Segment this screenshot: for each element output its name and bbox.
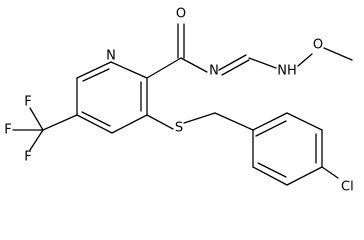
bond-c3-s: [146, 114, 174, 130]
bond-n-ch-a: [218, 54, 247, 71]
bond-nh-o: [297, 53, 313, 67]
bond-ph1: [252, 112, 288, 131]
bond-c6-n: [76, 61, 112, 79]
atom-thioether-s: S: [175, 121, 183, 136]
bond-ch2-aryl: [214, 112, 254, 131]
bond-cf3-f-bottom: [29, 129, 44, 151]
atom-f-bottom: F: [24, 150, 31, 165]
bond-ph5: [252, 166, 288, 186]
bond-carbonyl-n: [180, 57, 208, 73]
bond-c2-carbonyl: [146, 57, 182, 79]
atom-carbonyl-o: O: [176, 7, 186, 22]
bond-ch-nh: [248, 57, 277, 69]
atom-methoxy-o: O: [313, 38, 323, 53]
bond-n-ch-b: [221, 59, 250, 76]
molecule-canvas: N O N NH O S Cl F F F: [4, 7, 353, 195]
bond-c3-c4: [111, 114, 148, 134]
atom-imine-n: N: [209, 64, 219, 79]
bond-ph4: [286, 166, 323, 186]
bond-ph5-inner: [257, 162, 287, 178]
atom-ring-n: N: [106, 49, 116, 64]
bond-c4-c5-inner: [81, 111, 111, 127]
bond-s-ch2: [183, 112, 216, 124]
bond-c5-cf3: [42, 114, 78, 131]
atom-chlorine: Cl: [341, 180, 354, 195]
bonds: [12, 23, 353, 186]
bond-ph2: [286, 112, 323, 131]
atom-labels: N O N NH O S Cl F F F: [4, 7, 353, 195]
bond-cf3-f-top: [29, 107, 44, 131]
bond-o-ch3: [323, 47, 353, 61]
bond-ph1-inner: [255, 120, 287, 137]
bond-c-cl: [321, 166, 339, 179]
atom-f-top: F: [24, 95, 31, 110]
atom-nh: NH: [277, 64, 297, 79]
bond-n-c2: [110, 61, 148, 79]
bond-c4-c5: [76, 114, 113, 134]
atom-f-left: F: [4, 123, 11, 138]
structure-svg: N O N NH O S Cl F F F: [4, 7, 353, 195]
bond-c6-n-inner: [82, 68, 110, 82]
